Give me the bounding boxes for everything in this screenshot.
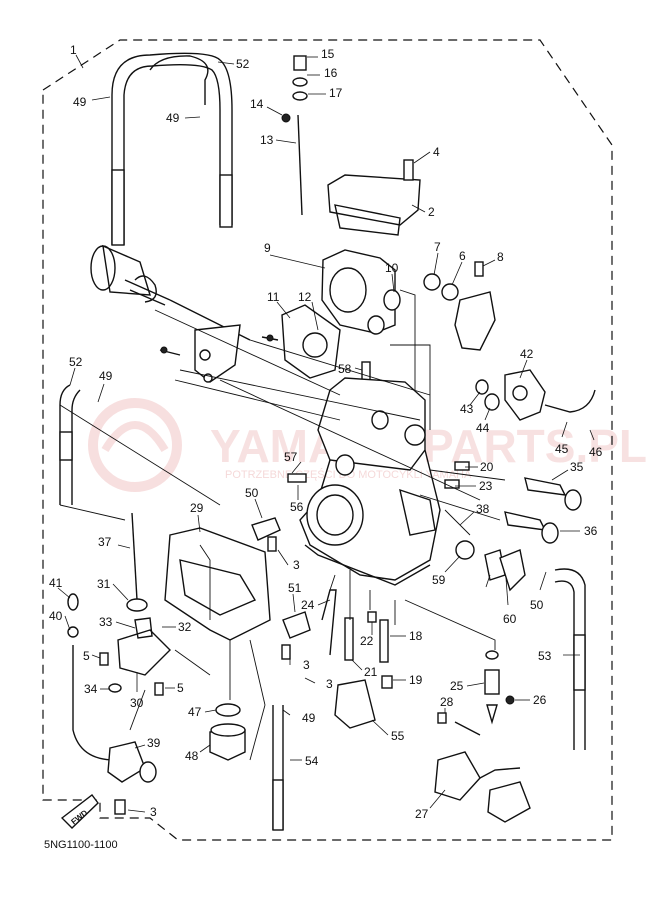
callout-53: 54 (305, 754, 319, 768)
callout-50: 50 (245, 486, 259, 500)
callout-49: 49 (73, 95, 87, 109)
callout-48: 48 (185, 749, 199, 763)
callout-49: 49 (166, 111, 180, 125)
callout-52: 52 (69, 355, 83, 369)
callout-42: 42 (520, 347, 534, 361)
callout-40: 40 (49, 609, 63, 623)
callout-49: 49 (99, 369, 113, 383)
callout-55: 56 (290, 500, 304, 514)
callout-59: 60 (503, 612, 517, 626)
callout-12: 12 (298, 290, 312, 304)
callout-32: 32 (178, 620, 192, 634)
callout-6: 6 (459, 249, 466, 263)
callout-2: 2 (428, 205, 435, 219)
callout-28: 28 (440, 695, 454, 709)
callout-5: 5 (83, 649, 90, 663)
callout-36: 36 (584, 524, 598, 538)
callout-14: 14 (250, 97, 264, 111)
callout-46: 46 (589, 445, 603, 459)
callout-3: 3 (293, 558, 300, 572)
callout-58: 59 (432, 573, 446, 587)
callout-38: 38 (476, 502, 490, 516)
callout-52: 53 (538, 649, 552, 663)
callout-17: 17 (329, 86, 343, 100)
callout-13: 13 (260, 133, 274, 147)
callout-15: 15 (321, 47, 335, 61)
callout-4: 4 (433, 145, 440, 159)
callout-23: 23 (479, 479, 493, 493)
callout-20: 20 (480, 460, 494, 474)
callout-29: 29 (190, 501, 204, 515)
callout-54: 55 (391, 729, 405, 743)
callout-8: 8 (497, 250, 504, 264)
callout-37: 37 (98, 535, 112, 549)
callout-5: 5 (177, 681, 184, 695)
fwd-arrow-icon (60, 794, 99, 829)
callout-22: 22 (360, 634, 374, 648)
callout-19: 19 (409, 673, 423, 687)
callout-45: 45 (555, 442, 569, 456)
parts (59, 52, 596, 831)
callout-26: 26 (533, 693, 547, 707)
reference-lines (59, 289, 506, 761)
callout-18: 18 (409, 629, 423, 643)
callout-50: 51 (288, 581, 302, 595)
callout-49: 50 (530, 598, 544, 612)
callout-25: 25 (450, 679, 464, 693)
callout-51: 52 (236, 57, 250, 71)
callout-33: 33 (99, 615, 113, 629)
callout-30: 30 (130, 696, 144, 710)
callout-3: 3 (303, 658, 310, 672)
callout-31: 31 (97, 577, 111, 591)
callout-10: 10 (385, 261, 399, 275)
callout-1: 1 (70, 43, 77, 57)
callout-34: 34 (84, 682, 98, 696)
callout-41: 41 (49, 576, 63, 590)
callout-9: 9 (264, 241, 271, 255)
callout-11: 11 (267, 290, 280, 304)
diagram-code: 5NG1100-1100 (44, 839, 118, 851)
callout-44: 44 (476, 421, 490, 435)
callout-7: 7 (434, 240, 441, 254)
callout-24: 24 (301, 598, 315, 612)
callouts: 1 2 3 3 3 3 4 5 5 6 7 8 9 10 11 12 13 14 (49, 43, 603, 821)
callout-43: 43 (460, 402, 474, 416)
callout-3: 3 (150, 805, 157, 819)
callout-16: 16 (324, 66, 338, 80)
callout-49: 49 (302, 711, 316, 725)
callout-39: 39 (147, 736, 161, 750)
callout-47: 47 (188, 705, 202, 719)
assembly-boundary (42, 39, 613, 841)
callout-57: 58 (338, 362, 352, 376)
callout-56: 57 (284, 450, 298, 464)
callout-27: 27 (415, 807, 429, 821)
callout-3: 3 (326, 677, 333, 691)
callout-35: 35 (570, 460, 584, 474)
callout-21: 21 (364, 665, 378, 679)
